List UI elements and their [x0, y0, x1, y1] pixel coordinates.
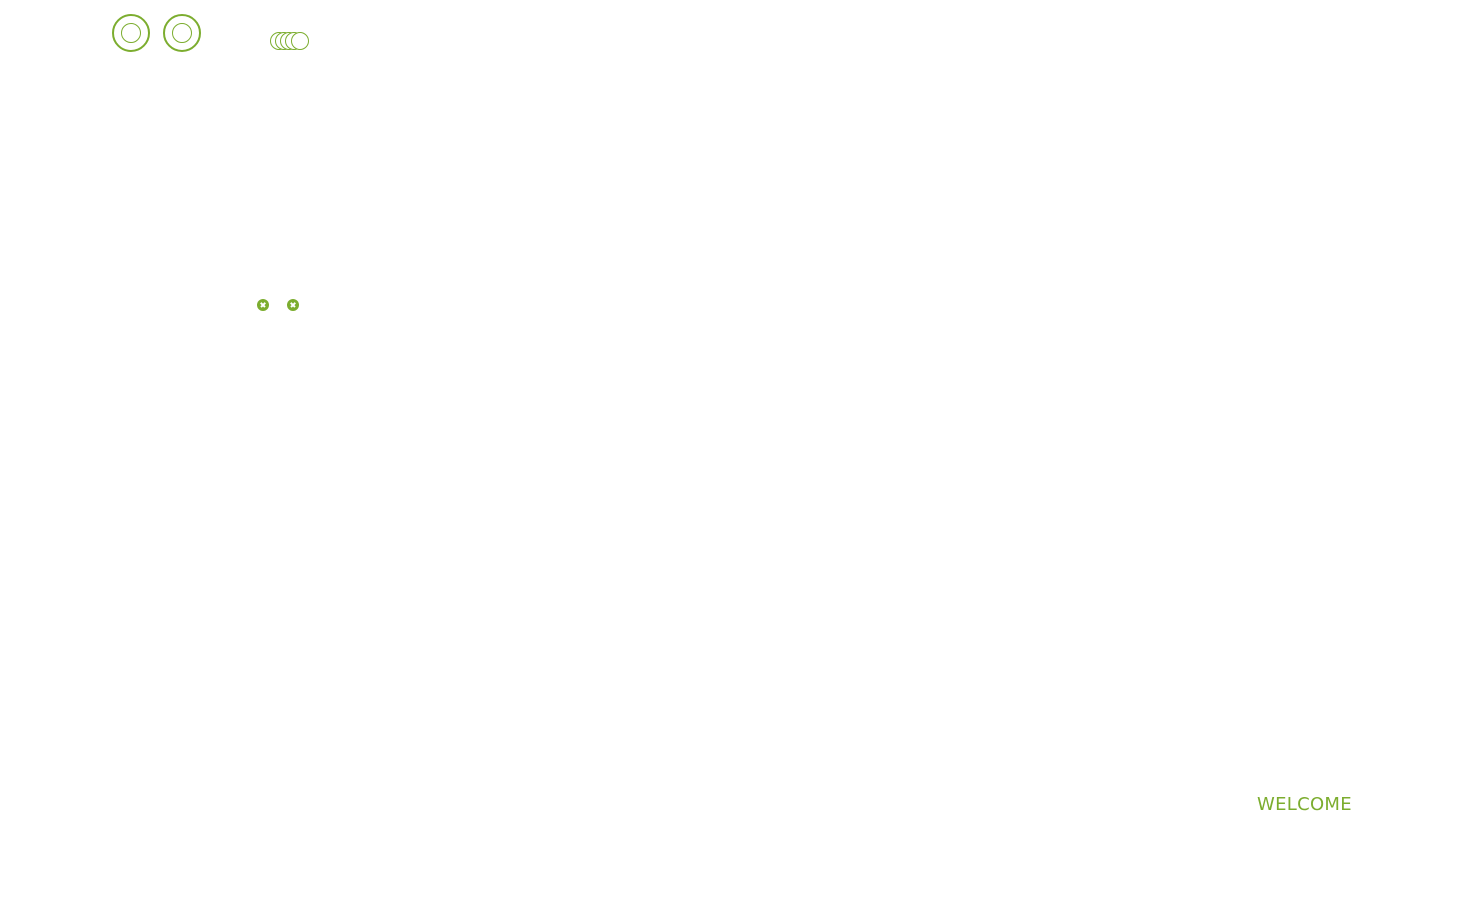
close-dot-left-button[interactable] — [257, 299, 269, 311]
double-ring-icon — [172, 23, 192, 43]
stacked-circle-icon — [291, 32, 309, 50]
welcome-text: WELCOME — [1257, 794, 1352, 815]
stacked-circles-button[interactable] — [270, 32, 312, 50]
ring-left-button[interactable] — [112, 14, 150, 52]
double-ring-icon — [121, 23, 141, 43]
ring-right-button[interactable] — [163, 14, 201, 52]
close-dot-right-button[interactable] — [287, 299, 299, 311]
